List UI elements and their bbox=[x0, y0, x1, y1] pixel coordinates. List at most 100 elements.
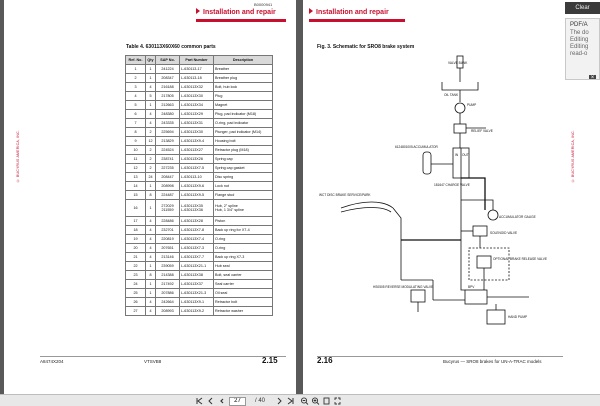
clear-button[interactable]: Clear bbox=[565, 2, 600, 14]
table-cell: 208998 bbox=[155, 181, 180, 191]
prev-view-button[interactable] bbox=[217, 396, 226, 406]
fit-page-icon bbox=[323, 397, 330, 405]
copyright-note: © BUCYRUS AMERICA, INC. bbox=[571, 130, 575, 183]
table-cell: 216188 bbox=[155, 82, 180, 92]
table-cell: Plug bbox=[213, 91, 273, 101]
table-cell: 18 bbox=[125, 225, 146, 236]
table-cell: 213146 bbox=[155, 252, 180, 263]
table-cell: L-630113X30 bbox=[179, 91, 214, 101]
last-page-icon bbox=[287, 397, 294, 405]
table-cell: L-630113X27 bbox=[179, 145, 214, 155]
table-cell: Housing bolt bbox=[213, 136, 273, 146]
footer-doc-number: A8474X204 bbox=[40, 359, 64, 364]
table-cell: 220819 bbox=[155, 234, 180, 245]
column-header: Part Number bbox=[179, 55, 214, 65]
table-cell: 2 bbox=[145, 163, 156, 173]
brake-schematic: VALVE BANK OIL TANK PUMP RELIEF VALVE 61… bbox=[319, 55, 547, 325]
pdfa-panel-line: The do bbox=[570, 30, 589, 36]
relief-valve-symbol bbox=[453, 123, 467, 134]
table-cell: 224487 bbox=[155, 190, 180, 200]
figure-caption: Fig. 3. Schematic for SRO8 brake system bbox=[317, 44, 415, 50]
table-cell: L-630113-10 bbox=[179, 172, 214, 182]
column-header: Qty bbox=[145, 55, 156, 65]
table-cell: 13 bbox=[125, 172, 146, 182]
close-icon[interactable]: × bbox=[589, 75, 596, 80]
table-cell: Bolt, hub lock bbox=[213, 82, 273, 92]
table-cell: L-630113X37 bbox=[179, 279, 214, 290]
table-cell: 217492 bbox=[155, 279, 180, 290]
table-cell: 6 bbox=[125, 109, 146, 119]
fullscreen-icon bbox=[334, 397, 341, 405]
label-charge-valve: 181647 CHARGE VALVE bbox=[434, 183, 470, 187]
table-cell: Hub seal bbox=[213, 261, 273, 272]
label-brake-disc: WCT DISC BRAKE SERVICE/PARK bbox=[319, 193, 371, 197]
table-cell: 4 bbox=[145, 82, 156, 92]
fullscreen-button[interactable] bbox=[333, 396, 342, 406]
header-bar bbox=[196, 19, 286, 22]
copyright-note: © BUCYRUS AMERICA, INC. bbox=[16, 130, 20, 183]
table-cell: Hub, 2" spline Hub, 1 3/4" spline bbox=[213, 198, 273, 218]
table-cell: O-ring bbox=[213, 234, 273, 245]
pdfa-notice-panel: PDF/A The do Editing Editing read-o × bbox=[565, 18, 600, 80]
zoom-out-button[interactable] bbox=[300, 396, 309, 406]
table-cell: 4 bbox=[145, 118, 156, 128]
pdfa-panel-line: Editing bbox=[570, 44, 589, 50]
label-pump: PUMP bbox=[467, 103, 476, 107]
fit-page-button[interactable] bbox=[322, 396, 331, 406]
label-accumulator: 6124801005 ACCUMULATOR bbox=[395, 145, 438, 149]
table-cell: O-ring bbox=[213, 243, 273, 254]
table-cell: 4 bbox=[145, 109, 156, 119]
table-cell: Bolt, seal carrier bbox=[213, 270, 273, 281]
table-cell: 1 bbox=[145, 64, 156, 74]
pdfa-panel-line: read-o bbox=[570, 51, 588, 57]
last-page-button[interactable] bbox=[286, 396, 295, 406]
table-cell: 2 bbox=[145, 127, 156, 137]
pdf-page-right: B650 Installation and repair © BUCYRUS A… bbox=[303, 0, 600, 396]
table-cell: L-630113X29 bbox=[179, 109, 214, 119]
table-cell: 27 bbox=[125, 306, 146, 317]
prev-page-button[interactable] bbox=[206, 396, 215, 406]
table-cell: 4 bbox=[145, 252, 156, 263]
header-bar bbox=[309, 19, 405, 22]
table-cell: 2 bbox=[145, 145, 156, 155]
pump-symbol bbox=[454, 102, 466, 114]
table-cell: 248380 bbox=[155, 109, 180, 119]
table-cell: 26 bbox=[125, 297, 146, 308]
table-cell: 8 bbox=[145, 190, 156, 200]
table-cell: 24 bbox=[145, 172, 156, 182]
table-cell: 224524 bbox=[155, 145, 180, 155]
table-cell: 11 bbox=[125, 154, 146, 164]
table-cell: 4 bbox=[145, 297, 156, 308]
label-valve-bank: VALVE BANK bbox=[448, 61, 468, 65]
table-caption: Table 4. 630113X60X60 common parts bbox=[126, 44, 216, 50]
first-page-button[interactable] bbox=[195, 396, 204, 406]
table-cell: L-630113X21-3 bbox=[179, 288, 214, 299]
next-page-button[interactable] bbox=[275, 396, 284, 406]
table-cell: 243335 bbox=[155, 118, 180, 128]
table-cell: 4 bbox=[145, 216, 156, 227]
table-cell: 5 bbox=[145, 91, 156, 101]
release-valve-box bbox=[468, 247, 510, 281]
document-code: B0000941 bbox=[254, 2, 273, 7]
brake-disc-symbol bbox=[340, 201, 394, 209]
table-cell: Back up ring for X7-4 bbox=[213, 225, 273, 236]
page-number-input[interactable] bbox=[229, 396, 246, 406]
table-cell: 4 bbox=[145, 225, 156, 236]
accumulator-symbol bbox=[422, 151, 432, 175]
page-header-title: Installation and repair bbox=[309, 8, 389, 16]
table-cell: L-630113X35 L-630113X36 bbox=[179, 198, 214, 218]
zoom-in-button[interactable] bbox=[311, 396, 320, 406]
label-accumulator-gauge: ACCUMULATOR GAUGE bbox=[499, 215, 536, 219]
table-cell: L-630113X9-5 bbox=[179, 190, 214, 200]
